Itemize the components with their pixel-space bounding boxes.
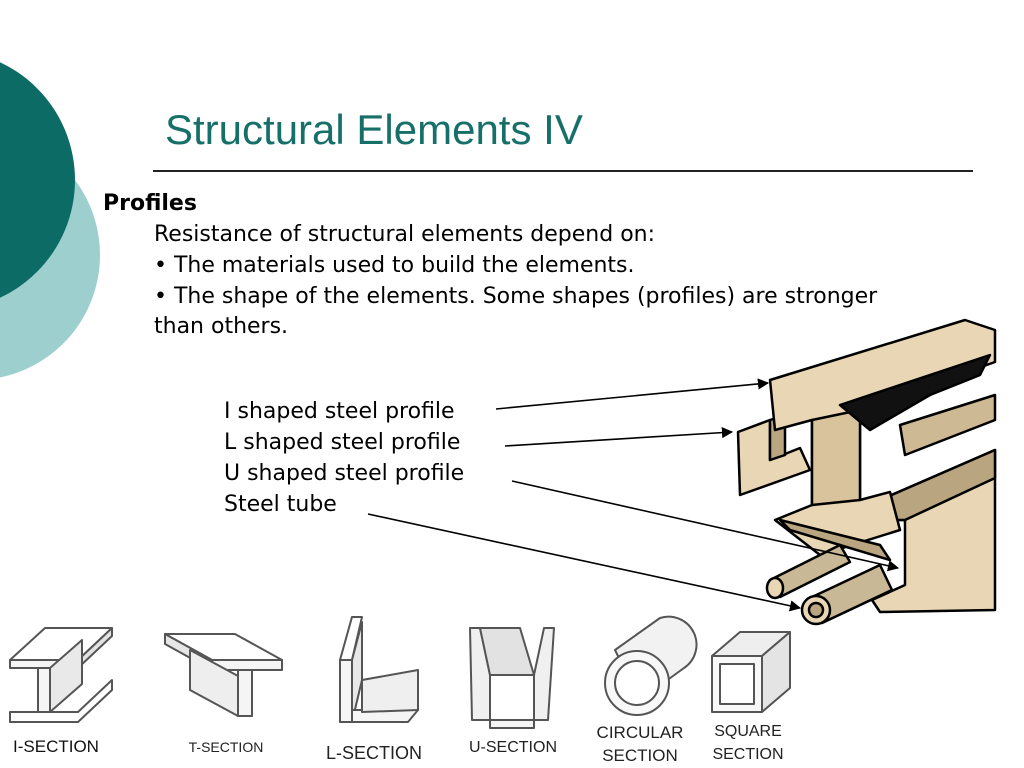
u-section-shape: [469, 627, 555, 729]
body-text-line: than others.: [154, 314, 289, 339]
body-text-line: • The materials used to build the elemen…: [154, 253, 635, 278]
callout-u-profile: U shaped steel profile: [224, 461, 465, 486]
steel-tubes: [765, 543, 894, 626]
l-section-label: L-SECTION: [326, 743, 422, 763]
callout-steel-tube: Steel tube: [224, 492, 337, 517]
body-text-line: • The shape of the elements. Some shapes…: [154, 284, 878, 309]
section-diagrams: [9, 615, 791, 729]
square-section-label-2: SECTION: [712, 746, 783, 763]
section-heading: Profiles: [103, 191, 197, 216]
leader-u-profile: [511, 480, 900, 572]
callout-leaders: [367, 378, 900, 612]
leader-i-profile: [495, 378, 770, 410]
leader-steel-tube: [367, 513, 802, 612]
circular-section-label-1: CIRCULAR: [597, 723, 684, 742]
body-text-line: Resistance of structural elements depend…: [154, 222, 656, 247]
circular-section-label-2: SECTION: [602, 746, 678, 765]
u-section-label: U-SECTION: [469, 739, 557, 756]
circular-section-shape: [604, 615, 698, 716]
steel-profiles-illustration: [736, 318, 997, 626]
leader-l-profile: [504, 427, 734, 447]
square-section-label-1: SQUARE: [714, 723, 782, 740]
dark-teal-circle: [0, 62, 75, 298]
slide-title: Structural Elements IV: [165, 106, 583, 153]
t-section-label: T-SECTION: [189, 739, 264, 755]
t-section-shape: [164, 633, 283, 717]
i-section-shape: [9, 627, 113, 723]
title-divider: [153, 170, 973, 172]
callout-l-profile: L shaped steel profile: [224, 430, 461, 455]
square-section-shape: [711, 631, 791, 713]
l-section-shape: [339, 616, 419, 723]
i-section-label: I-SECTION: [13, 737, 99, 756]
callout-i-profile: I shaped steel profile: [224, 399, 455, 424]
